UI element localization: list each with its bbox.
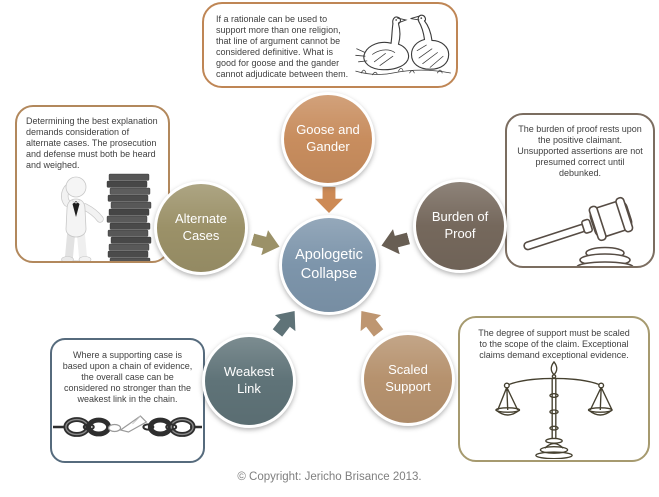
callout-scaled-support-text: The degree of support must be scaled to … — [478, 328, 630, 360]
arrow-goose-gander-to-center — [315, 187, 343, 213]
geese-sketch-image — [355, 14, 451, 76]
node-weakest-link: Weakest Link — [202, 334, 296, 428]
gavel-sketch-image — [523, 196, 634, 266]
arrow-burden-of-proof-to-center — [378, 226, 412, 258]
node-apologetic-collapse: Apologetic Collapse — [279, 215, 379, 315]
callout-alternate-cases-text: Determining the best explanation demands… — [26, 116, 158, 170]
figure-with-stack-image — [57, 173, 151, 261]
node-goose-and-gander: Goose and Gander — [281, 92, 375, 186]
node-scaled-support: Scaled Support — [361, 332, 455, 426]
arrow-alternate-cases-to-center — [249, 227, 283, 259]
node-apologetic-collapse-label: Apologetic Collapse — [295, 247, 363, 282]
node-alternate-cases-label: Alternate Cases — [174, 211, 228, 243]
callout-weakest-link-text: Where a supporting case is based upon a … — [62, 350, 193, 404]
copyright-text: © Copyright: Jericho Brisance 2013. — [237, 471, 422, 483]
arrow-scaled-support-to-center — [351, 303, 389, 341]
balance-scales-sketch-image — [495, 360, 613, 459]
node-burden-of-proof: Burden of Proof — [413, 179, 507, 273]
callout-alternate-cases: Determining the best explanation demands… — [15, 105, 170, 263]
callout-burden-of-proof: The burden of proof rests upon the posit… — [505, 113, 655, 268]
node-burden-of-proof-label: Burden of Proof — [431, 209, 489, 241]
node-alternate-cases: Alternate Cases — [154, 181, 248, 275]
callout-scaled-support: The degree of support must be scaled to … — [458, 316, 650, 462]
callout-goose-gander: If a rationale can be used to support mo… — [202, 2, 458, 88]
broken-chain-sketch-image — [53, 415, 202, 437]
node-goose-and-gander-label: Goose and Gander — [296, 122, 360, 154]
callout-weakest-link: Where a supporting case is based upon a … — [50, 338, 205, 463]
node-weakest-link-label: Weakest Link — [223, 364, 275, 396]
callout-burden-of-proof-text: The burden of proof rests upon the posit… — [517, 124, 643, 178]
arrow-weakest-link-to-center — [267, 303, 305, 341]
callout-goose-gander-text: If a rationale can be used to support mo… — [216, 14, 349, 79]
node-scaled-support-label: Scaled Support — [385, 362, 431, 394]
